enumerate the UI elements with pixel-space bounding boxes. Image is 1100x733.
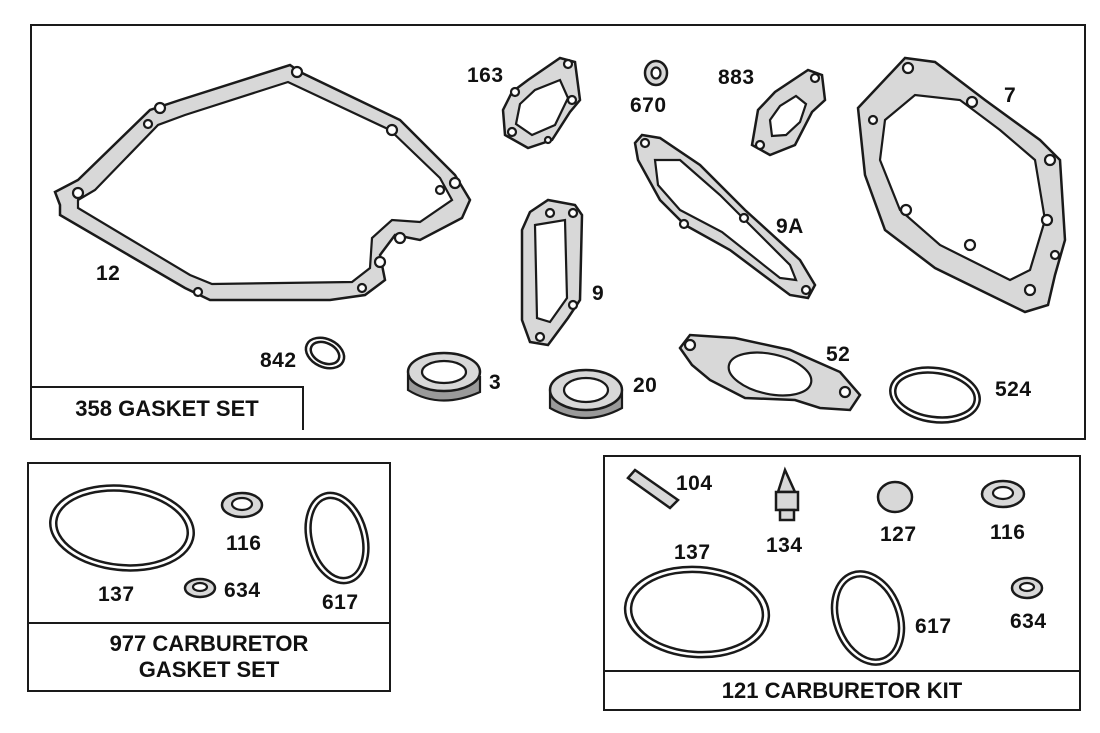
kit-label-634: 634	[1010, 610, 1047, 633]
carb-kit-title: 121 CARBURETOR KIT	[605, 670, 1079, 709]
gasket-set-title-text: 358 GASKET SET	[75, 396, 259, 421]
gasket-set-title: 358 GASKET SET	[32, 386, 304, 430]
label-163: 163	[467, 64, 504, 87]
carb-gasket-617-ring	[304, 491, 370, 585]
part-670-washer	[643, 59, 669, 87]
kit-137-ring	[623, 565, 771, 659]
gasket-set-panel	[30, 24, 1086, 440]
part-842-o-ring	[304, 336, 346, 370]
part-3-oil-seal	[406, 351, 482, 402]
kit-label-617: 617	[915, 615, 952, 638]
part-163-gasket	[501, 56, 582, 150]
part-20-oil-seal	[548, 368, 624, 419]
kit-label-104: 104	[676, 472, 713, 495]
kit-label-127: 127	[880, 523, 917, 546]
kit-116-washer	[980, 479, 1026, 509]
kit-617-ring	[830, 570, 906, 666]
kit-label-137: 137	[674, 541, 711, 564]
part-9-gasket	[520, 198, 584, 347]
part-12-crankcase-gasket	[53, 63, 472, 302]
part-883-gasket	[750, 68, 827, 157]
label-670: 670	[630, 94, 667, 117]
part-9a-gasket	[633, 133, 817, 300]
kit-127-plug	[876, 480, 914, 514]
part-7-head-gasket	[856, 56, 1067, 314]
carb-kit-title-text: 121 CARBURETOR KIT	[721, 677, 963, 703]
carb-gasket-label-617: 617	[322, 591, 359, 614]
kit-634-washer	[1010, 576, 1044, 600]
carb-gasket-label-634: 634	[224, 579, 261, 602]
carb-gasket-label-116: 116	[226, 532, 262, 555]
label-842: 842	[260, 349, 297, 372]
label-12: 12	[96, 262, 121, 285]
carb-gasket-634-washer	[183, 577, 217, 599]
label-9: 9	[592, 282, 605, 305]
kit-134-needle	[774, 466, 800, 522]
carb-kit-panel	[603, 455, 1081, 711]
carb-gasket-label-137: 137	[98, 583, 135, 606]
part-524-o-ring	[889, 366, 981, 424]
label-883: 883	[718, 66, 755, 89]
carb-gasket-116-washer	[220, 491, 264, 519]
label-524: 524	[995, 378, 1032, 401]
kit-label-116: 116	[990, 521, 1026, 544]
carb-gasket-set-title-line1: 977 CARBURETOR	[109, 631, 309, 656]
carb-gasket-137-ring	[49, 484, 195, 572]
label-52: 52	[826, 343, 851, 366]
kit-label-134: 134	[766, 534, 803, 557]
part-52-gasket	[678, 333, 862, 412]
label-20: 20	[633, 374, 658, 397]
carb-gasket-set-title: 977 CARBURETOR GASKET SET	[29, 622, 389, 690]
carb-gasket-set-title-line2: GASKET SET	[138, 657, 280, 682]
label-9a: 9A	[776, 215, 804, 238]
label-7: 7	[1004, 84, 1017, 107]
label-3: 3	[489, 371, 502, 394]
kit-104-pin	[626, 468, 680, 510]
carb-gasket-set-panel	[27, 462, 391, 692]
